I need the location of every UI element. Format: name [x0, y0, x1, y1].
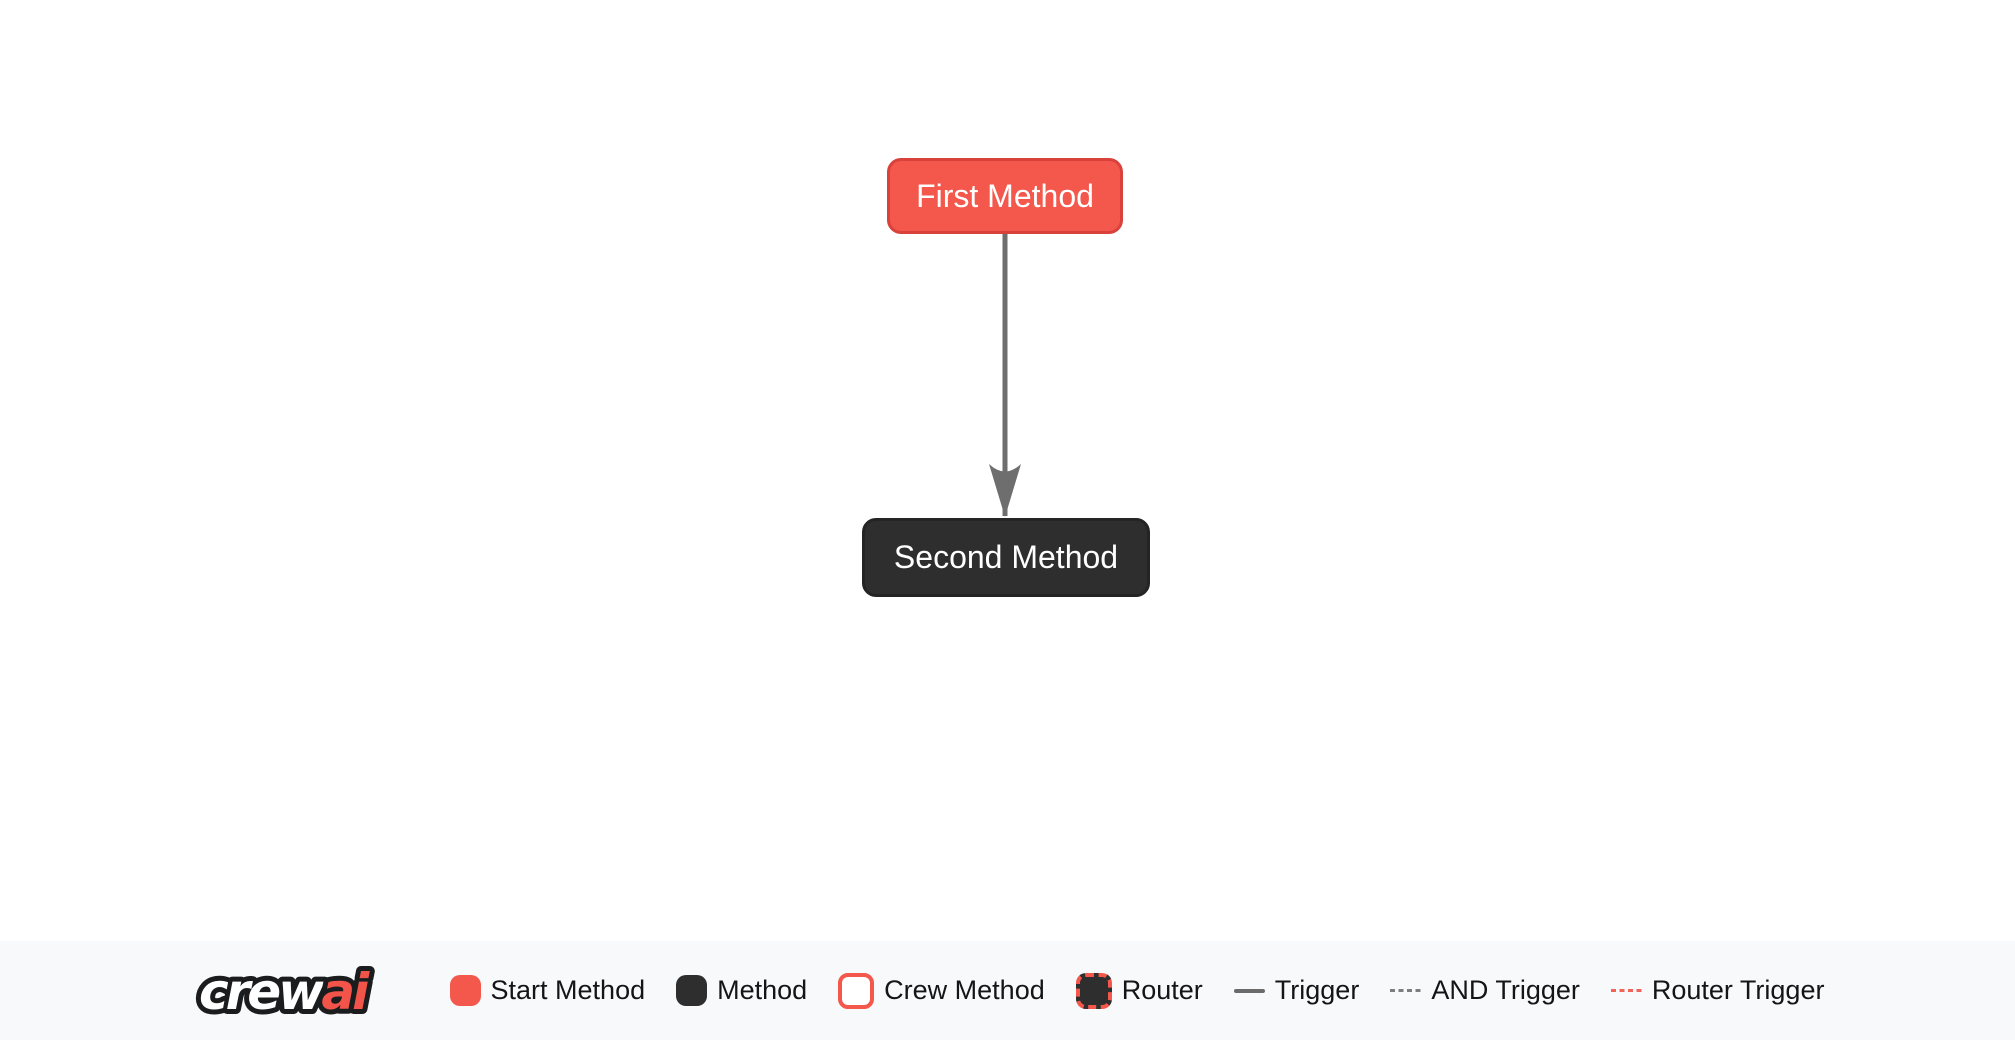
logo-text-crew: crew — [199, 963, 325, 1021]
legend-label: Method — [717, 975, 808, 1005]
legend-item-method: Method — [676, 975, 807, 1006]
router-swatch-icon — [1075, 972, 1112, 1009]
legend-label: Start Method — [490, 975, 646, 1005]
logo-text: crewai — [199, 963, 370, 1021]
node-label: First Method — [916, 177, 1094, 214]
crew-method-swatch-icon — [838, 972, 875, 1009]
node-method[interactable]: Second Method — [862, 518, 1150, 597]
legend-item-router: Router — [1075, 972, 1203, 1009]
node-label: Second Method — [893, 539, 1119, 575]
trigger-edge[interactable] — [0, 0, 2015, 941]
method-swatch-icon — [676, 975, 708, 1006]
legend-bar: crewai Start Method Method Crew Method R… — [0, 941, 2015, 1040]
crewai-logo: crewai — [194, 958, 378, 1026]
flow-canvas[interactable]: First Method Second Method — [0, 0, 2015, 941]
legend-item-router-trigger: Router Trigger — [1610, 975, 1825, 1006]
legend-label: Trigger — [1274, 975, 1360, 1005]
node-start-method[interactable]: First Method — [887, 158, 1123, 234]
legend-item-crew-method: Crew Method — [838, 972, 1045, 1009]
legend-item-start-method: Start Method — [449, 975, 646, 1006]
and-trigger-line-icon — [1390, 989, 1422, 992]
legend-label: Router Trigger — [1651, 975, 1825, 1005]
legend-item-trigger: Trigger — [1233, 975, 1360, 1006]
legend-item-and-trigger: AND Trigger — [1390, 975, 1580, 1006]
legend-label: AND Trigger — [1431, 975, 1580, 1005]
trigger-line-icon — [1233, 988, 1265, 993]
legend-label: Crew Method — [884, 975, 1045, 1005]
router-trigger-line-icon — [1610, 989, 1642, 992]
logo-text-ai: ai — [321, 963, 370, 1021]
start-method-swatch-icon — [449, 975, 481, 1006]
legend-label: Router — [1121, 975, 1203, 1005]
arrowhead-icon — [989, 464, 1021, 517]
